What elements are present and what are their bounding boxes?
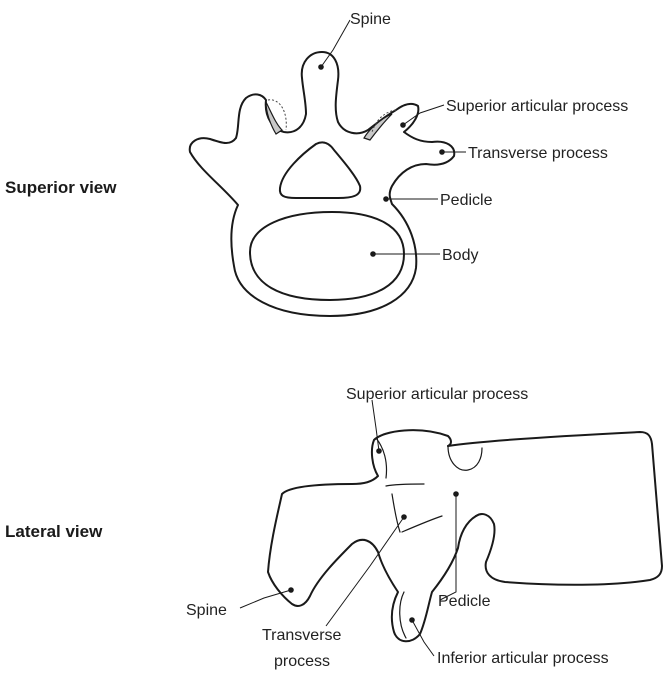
label-lateral-transverse-process-line1: Transverse (262, 627, 342, 644)
lateral-transverse-process-detail (386, 484, 442, 532)
lateral-vertebral-body (448, 432, 662, 585)
lateral-leader-transverse-process (326, 514, 407, 626)
lateral-inferior-articular-facet (400, 592, 406, 638)
superior-leader-spine (318, 20, 350, 70)
superior-body-inner (250, 212, 404, 300)
superior-leader-transverse-process (439, 149, 466, 155)
label-superior-articular-process: Superior articular process (446, 98, 628, 115)
label-lateral-superior-articular-process: Superior articular process (346, 386, 528, 403)
label-superior-transverse-process: Transverse process (468, 145, 608, 162)
right-articular-facet (364, 114, 392, 140)
lateral-leader-pedicle (440, 491, 459, 600)
label-superior-body: Body (442, 247, 478, 264)
lateral-leader-inferior-articular-process (409, 617, 434, 656)
label-lateral-transverse-process-line2: process (274, 653, 330, 670)
lateral-leader-superior-articular-process (372, 400, 382, 454)
label-lateral-inferior-articular-process: Inferior articular process (437, 650, 609, 667)
lateral-superior-notch (448, 446, 482, 470)
superior-view: Superior view (5, 11, 628, 316)
label-lateral-spine: Spine (186, 602, 227, 619)
superior-leader-superior-articular-process (400, 105, 444, 128)
superior-vertebra-outline (190, 52, 455, 316)
label-superior-spine: Spine (350, 11, 391, 28)
superior-leader-body (370, 251, 440, 257)
superior-view-title: Superior view (5, 178, 117, 197)
lateral-superior-articular-facet (376, 438, 387, 478)
superior-vertebral-foramen (280, 142, 360, 198)
label-superior-pedicle: Pedicle (440, 192, 493, 209)
lateral-view-title: Lateral view (5, 522, 103, 541)
lateral-view: Lateral view (5, 386, 662, 670)
label-lateral-pedicle: Pedicle (438, 593, 491, 610)
left-articular-facet (266, 102, 282, 134)
